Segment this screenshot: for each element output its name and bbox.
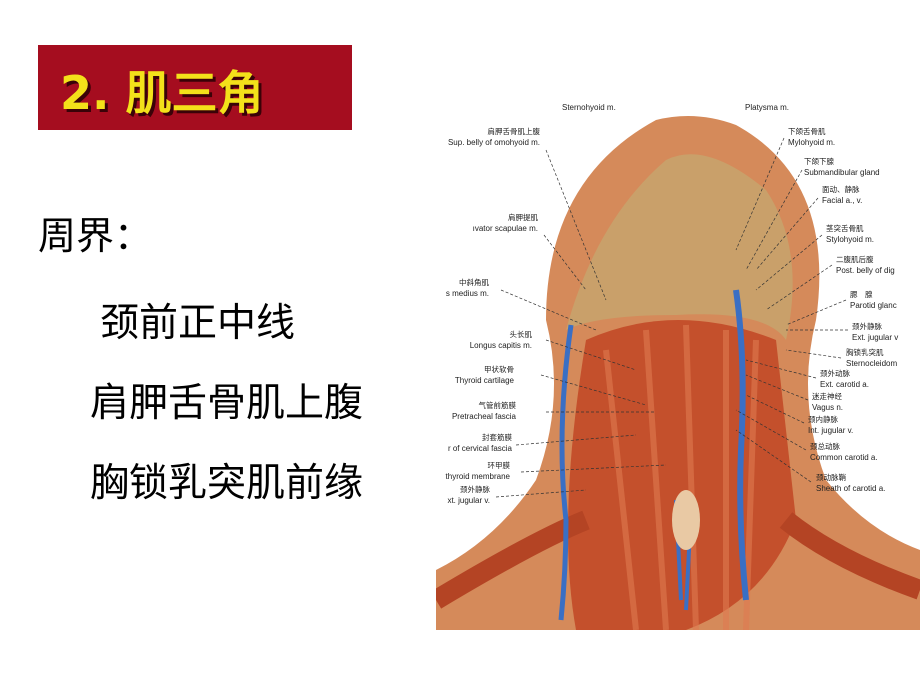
label-platysma: Platysma m.: [745, 103, 790, 112]
slide-title: 2. 肌三角: [60, 66, 264, 120]
boundary-item: 颈前正中线: [100, 301, 296, 346]
boundary-heading: 周界：: [38, 214, 153, 258]
boundary-item: 胸锁乳突肌前缘: [90, 461, 364, 506]
boundary-item: 肩胛舌骨肌上腹: [90, 381, 364, 426]
label-sternohyoid: Sternohyoid m.: [562, 103, 616, 112]
neck-illustration: [436, 116, 920, 630]
title-banner: 2. 肌三角: [38, 45, 352, 130]
